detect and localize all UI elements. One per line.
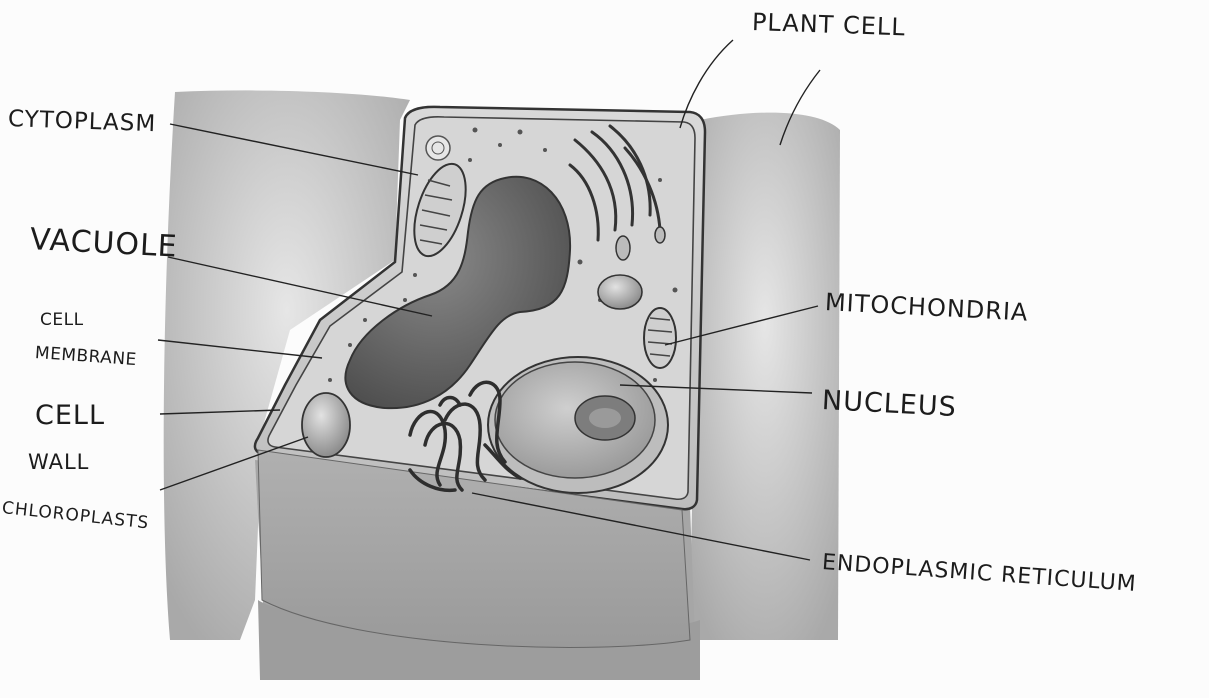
vesicle: [616, 236, 630, 260]
label-cytoplasm: CYTOPLASM: [8, 108, 157, 136]
mitochondrion-right: [644, 308, 676, 368]
label-cell-wall-line1: CELL: [35, 402, 105, 429]
nucleus: [488, 357, 668, 493]
vesicle: [655, 227, 665, 243]
label-cell-membrane-line1: CELL: [40, 312, 84, 329]
label-cell-wall-line2: WALL: [28, 452, 89, 473]
chloroplast-lower: [302, 393, 350, 457]
label-plant-cell: PLANT CELL: [752, 10, 906, 39]
chloroplast-upper: [598, 275, 642, 309]
label-nucleus: NUCLEUS: [821, 387, 957, 421]
ribosome-cluster: [426, 136, 450, 160]
label-vacuole: VACUOLE: [29, 225, 178, 263]
